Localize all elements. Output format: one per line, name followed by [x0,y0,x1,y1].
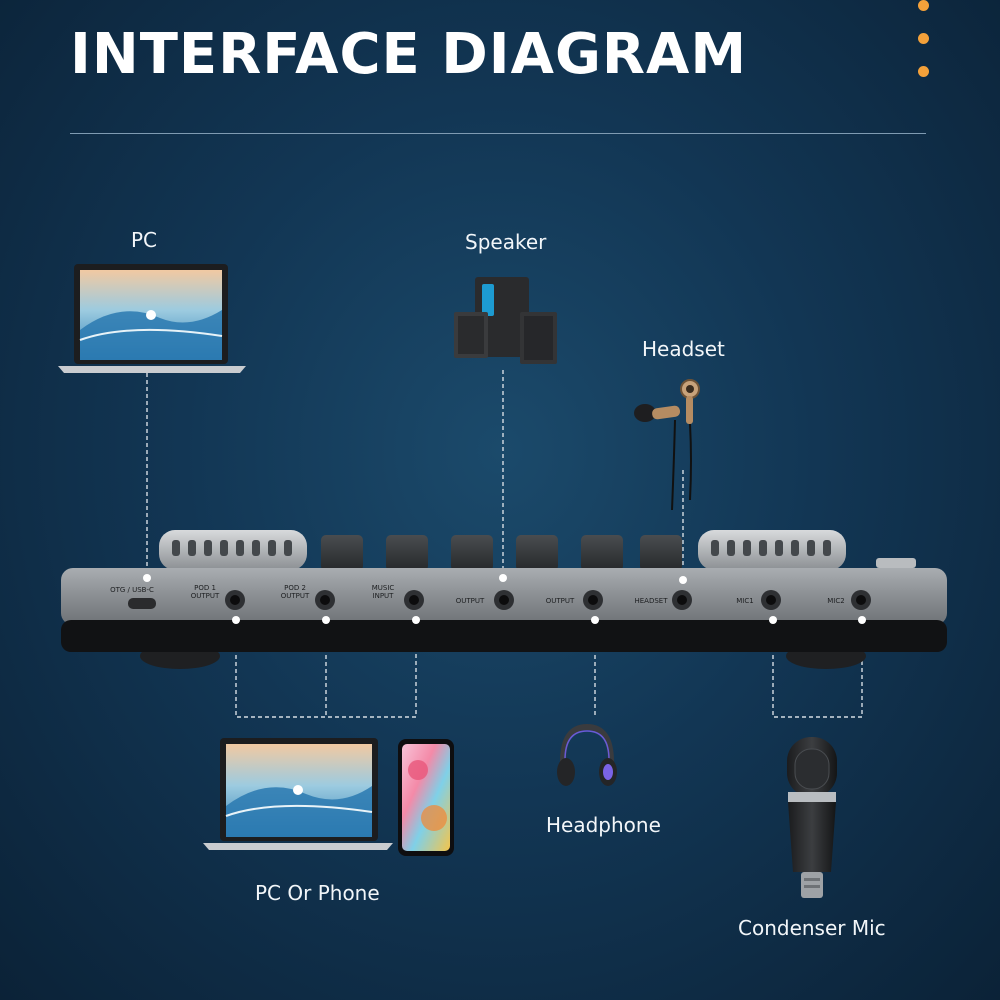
headphone-image [557,723,617,786]
pc-laptop-image [58,264,246,373]
port-label-pod2: POD 2 OUTPUT [280,584,310,600]
label-headset: Headset [642,337,725,361]
label-pc: PC [131,228,158,252]
label-headphone: Headphone [546,813,661,837]
mixer-device: OTG / USB-C POD 1 OUTPUT POD 2 OUTPUT MU… [61,530,947,669]
port-label-otg: OTG / USB-C [110,586,154,594]
port-label-pod1: POD 1 OUTPUT [190,584,220,600]
fader-caps [321,535,682,571]
usb-c-port [128,598,156,609]
dot-icon [918,66,929,77]
connection-dots [143,574,866,624]
decorative-dots [918,0,932,80]
label-pc-or-phone: PC Or Phone [255,881,380,905]
label-condenser-mic: Condenser Mic [738,916,886,940]
left-knob [159,530,307,570]
pc-or-phone-image [203,738,454,856]
port-label-headset: HEADSET [634,597,668,605]
port-label-output-2: OUTPUT [546,597,575,605]
port-label-mic1: MIC1 [736,597,753,605]
speaker-image [454,277,557,364]
port-label-output-1: OUTPUT [456,597,485,605]
condenser-mic-image [787,737,837,898]
headset-earphones-image [634,379,700,511]
title-divider [70,133,926,134]
audio-jacks [225,590,871,610]
dot-icon [918,33,929,44]
label-speaker: Speaker [465,230,547,254]
page-title: INTERFACE DIAGRAM [70,22,748,87]
dot-icon [918,0,929,11]
port-label-music: MUSIC INPUT [371,584,395,600]
port-label-mic2: MIC2 [827,597,844,605]
right-knob [698,530,846,570]
